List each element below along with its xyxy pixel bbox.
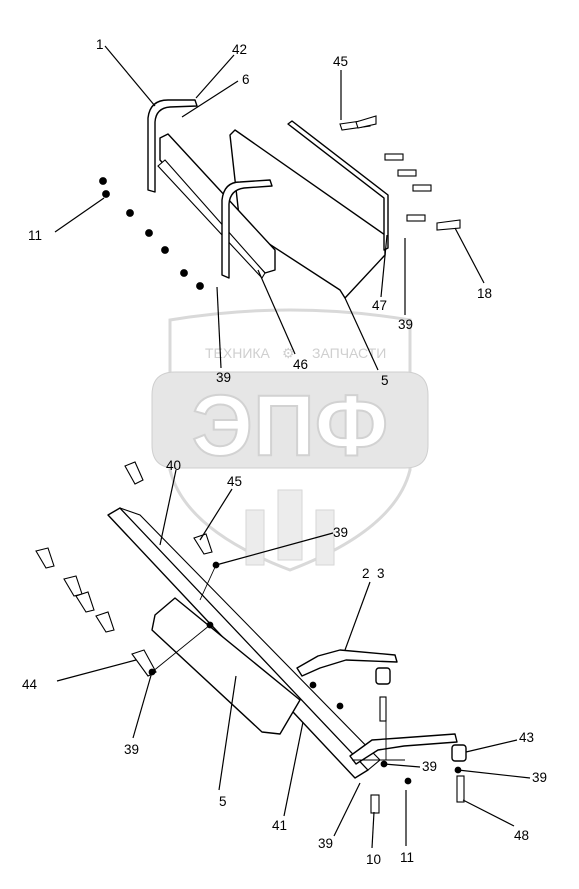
callout-41: 41	[272, 818, 287, 833]
bracket-43	[349, 733, 458, 765]
callout-39-mid: 39	[333, 525, 348, 540]
callout-48: 48	[514, 828, 529, 843]
bottom-assembly: 40 45 39 2 3 44 39 5 43 39 39 41 48 39 1…	[22, 458, 547, 867]
mounting-plate-bottom	[151, 597, 301, 735]
callout-5-top: 5	[381, 373, 389, 388]
callout-45-bottom: 45	[227, 474, 242, 489]
callout-39-bottom-left: 39	[124, 742, 139, 757]
watermark-top-text-right: ЗАПЧАСТИ	[312, 345, 386, 361]
callout-43: 43	[519, 730, 534, 745]
rear-plate-top	[287, 120, 389, 251]
bracket-1-right	[221, 179, 273, 279]
leader-lines-bottom	[56, 469, 531, 849]
nut-group-11-top	[99, 177, 204, 290]
bolt-group-48-right	[370, 696, 465, 814]
bracket-1-left	[147, 99, 198, 193]
callout-40: 40	[166, 458, 181, 473]
mounting-plate-top	[229, 129, 386, 299]
callout-39-bottom: 39	[318, 836, 333, 851]
callout-5-bottom: 5	[219, 794, 227, 809]
callout-44: 44	[22, 677, 38, 692]
callout-46: 46	[293, 357, 308, 372]
callout-42: 42	[232, 42, 247, 57]
bracket-2-3	[296, 649, 398, 677]
callout-11-bottom: 11	[400, 850, 414, 865]
watermark-top-text: ТЕХНИКА	[205, 345, 271, 361]
bolt-group-45-top	[339, 115, 461, 231]
spacer-2-3	[375, 667, 391, 685]
callout-2-3: 2 3	[362, 566, 385, 581]
top-assembly: 1 42 6 45 11 18 47 39 46 39 5	[28, 37, 492, 388]
callout-11-top: 11	[28, 228, 42, 243]
watermark-logo-text: ЭПФ	[192, 378, 388, 474]
callout-39-top-right: 39	[398, 317, 413, 332]
callout-10: 10	[366, 852, 381, 867]
leader-lines-top	[54, 45, 485, 371]
callout-6: 6	[242, 72, 250, 87]
callout-45-top: 45	[333, 54, 348, 69]
callout-39-right1: 39	[422, 759, 437, 774]
callout-39-right2: 39	[532, 770, 547, 785]
spacer-43	[451, 744, 467, 762]
callout-1: 1	[96, 37, 104, 52]
callout-47: 47	[372, 298, 387, 313]
callout-18: 18	[477, 286, 492, 301]
frame-bar-top	[159, 133, 276, 274]
watermark-wheat-icon	[245, 489, 335, 566]
callout-39-top-left: 39	[216, 370, 231, 385]
watermark-gear-icon: ⚙	[282, 345, 295, 361]
watermark: ТЕХНИКА ⚙ ЗАПЧАСТИ ЭПФ	[151, 308, 429, 572]
